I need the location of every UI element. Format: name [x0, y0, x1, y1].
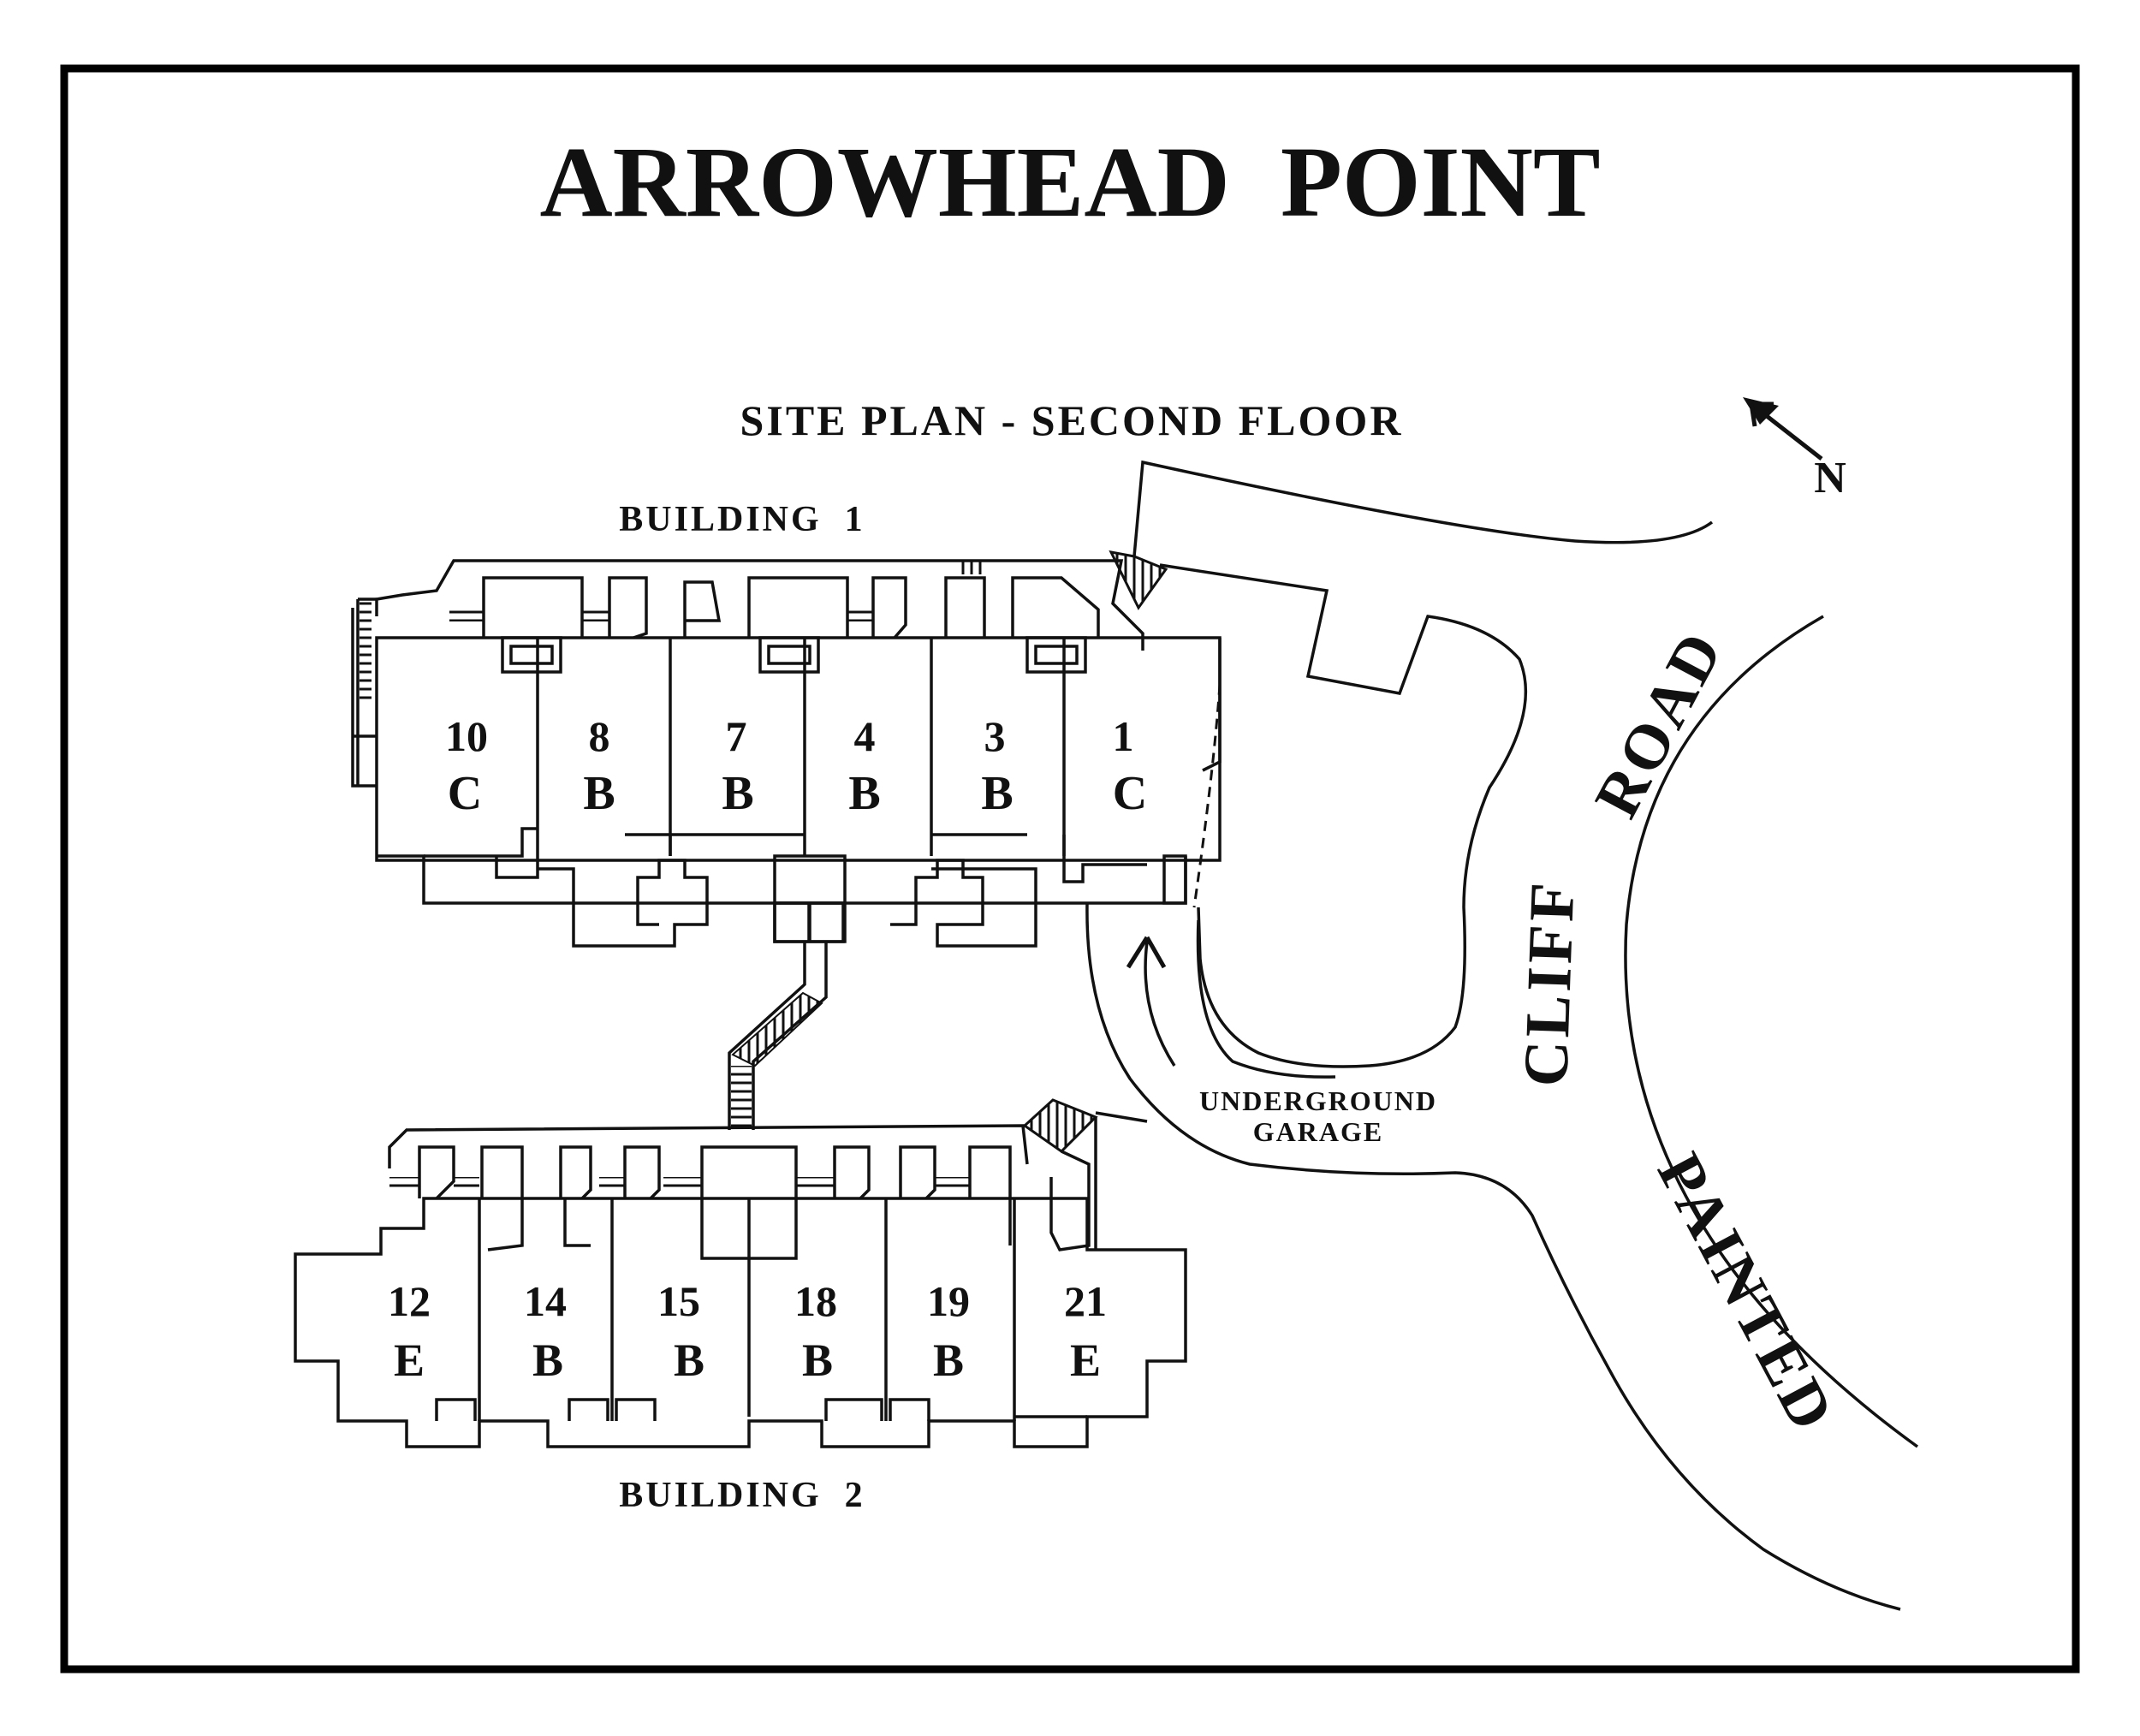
connector-stair	[728, 901, 845, 1130]
unit-number: 8	[589, 712, 610, 760]
unit-type: B	[583, 767, 615, 820]
unit-type: B	[532, 1335, 563, 1386]
unit-type: C	[448, 767, 482, 820]
unit-number: 7	[726, 712, 747, 760]
unit-type: E	[1070, 1335, 1101, 1386]
road-word-cliff: CLIFF	[1511, 878, 1588, 1088]
unit-number: 12	[388, 1277, 431, 1325]
unit-type: E	[394, 1335, 425, 1386]
plan-subtitle: SITE PLAN - SECOND FLOOR	[740, 396, 1404, 444]
unit-number: 3	[984, 712, 1006, 760]
road-curb-inner	[1624, 615, 1919, 1448]
unit-type: B	[674, 1335, 704, 1386]
map-border	[60, 64, 2080, 1674]
garage-ramp	[1085, 902, 1901, 1611]
building-2-units: 12 E 14 B 15 B 18 B 19 B 21 E	[388, 1277, 1107, 1386]
unit-type: C	[1113, 767, 1147, 820]
unit-type: B	[981, 767, 1013, 820]
building-1-label: BUILDING 1	[619, 500, 865, 539]
unit-type: B	[933, 1335, 964, 1386]
unit-type: B	[848, 767, 880, 820]
building-2-outline	[294, 1098, 1187, 1448]
unit-number: 14	[524, 1277, 567, 1325]
map-title: ARROWHEAD POINT	[539, 126, 1600, 238]
unit-type: B	[722, 767, 753, 820]
unit-number: 4	[854, 712, 876, 760]
unit-number: 10	[445, 712, 488, 760]
unit-number: 21	[1064, 1277, 1107, 1325]
garage-label-line1: UNDERGROUND	[1199, 1085, 1437, 1116]
unit-type: B	[802, 1335, 833, 1386]
unit-number: 19	[927, 1277, 970, 1325]
road-word-painted: PAINTED	[1644, 1142, 1848, 1443]
garage-label-line2: GARAGE	[1253, 1116, 1383, 1147]
building-1-units: 10 C 8 B 7 B 4 B 3 B 1 C	[445, 712, 1147, 820]
parking-drive	[1109, 460, 1714, 1068]
building-2-label: BUILDING 2	[619, 1476, 865, 1515]
building-1-outline	[351, 559, 1222, 948]
north-arrow-icon	[1743, 397, 1823, 461]
road-word-road: ROAD	[1582, 619, 1738, 829]
unit-number: 1	[1113, 712, 1134, 760]
unit-number: 18	[794, 1277, 837, 1325]
unit-number: 15	[657, 1277, 700, 1325]
north-label: N	[1814, 454, 1846, 502]
